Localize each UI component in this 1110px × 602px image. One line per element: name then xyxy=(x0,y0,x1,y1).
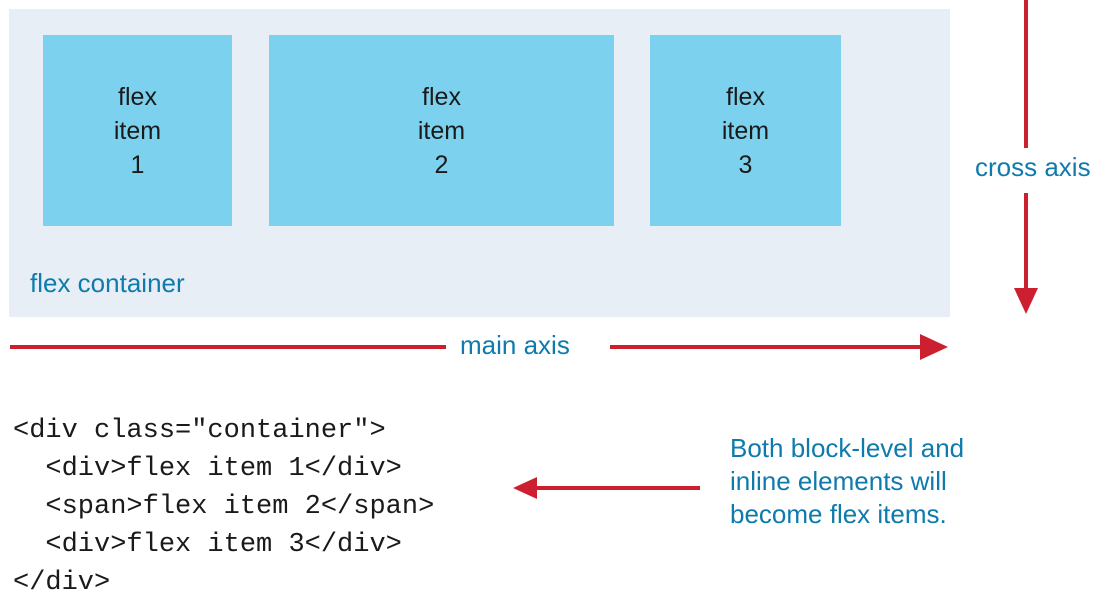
arrow-left-icon xyxy=(513,477,537,499)
main-axis-line-right xyxy=(610,345,922,349)
callout-note-line-1: Both block-level and xyxy=(730,433,965,463)
callout-pointer-line xyxy=(536,486,700,490)
flex-item-2-line-1: flex xyxy=(422,82,461,111)
cross-axis-line-upper xyxy=(1024,0,1028,148)
html-code-snippet: <div class="container"> <div>flex item 1… xyxy=(13,416,435,598)
callout-note-line-2: inline elements will xyxy=(730,466,947,496)
flex-item-3: flex item 3 xyxy=(650,35,841,226)
arrow-down-icon xyxy=(1014,288,1038,314)
flex-item-2: flex item 2 xyxy=(269,35,614,226)
cross-axis-line-lower xyxy=(1024,193,1028,290)
flex-item-1-line-2: item xyxy=(113,116,162,145)
flex-item-1: flex item 1 xyxy=(43,35,232,226)
flex-item-1-line-1: flex xyxy=(118,82,157,111)
arrow-right-icon xyxy=(920,334,948,360)
flex-item-3-line-3: 3 xyxy=(738,150,753,179)
flex-container-label: flex container xyxy=(30,268,185,298)
cross-axis-label: cross axis xyxy=(975,152,1091,182)
callout-note: Both block-level and inline elements wil… xyxy=(730,432,1060,531)
flex-item-2-line-3: 2 xyxy=(434,150,449,179)
flex-container-box: flex item 1 flex item 2 flex item 3 flex… xyxy=(9,9,950,317)
flex-item-2-line-2: item xyxy=(417,116,466,145)
main-axis-line-left xyxy=(10,345,446,349)
main-axis-label: main axis xyxy=(460,330,570,360)
flex-item-3-line-2: item xyxy=(721,116,770,145)
callout-note-line-3: become flex items. xyxy=(730,499,947,529)
flex-item-3-line-1: flex xyxy=(726,82,765,111)
flex-item-1-line-3: 1 xyxy=(130,150,145,179)
cross-axis-annotation: cross axis xyxy=(960,0,1110,330)
